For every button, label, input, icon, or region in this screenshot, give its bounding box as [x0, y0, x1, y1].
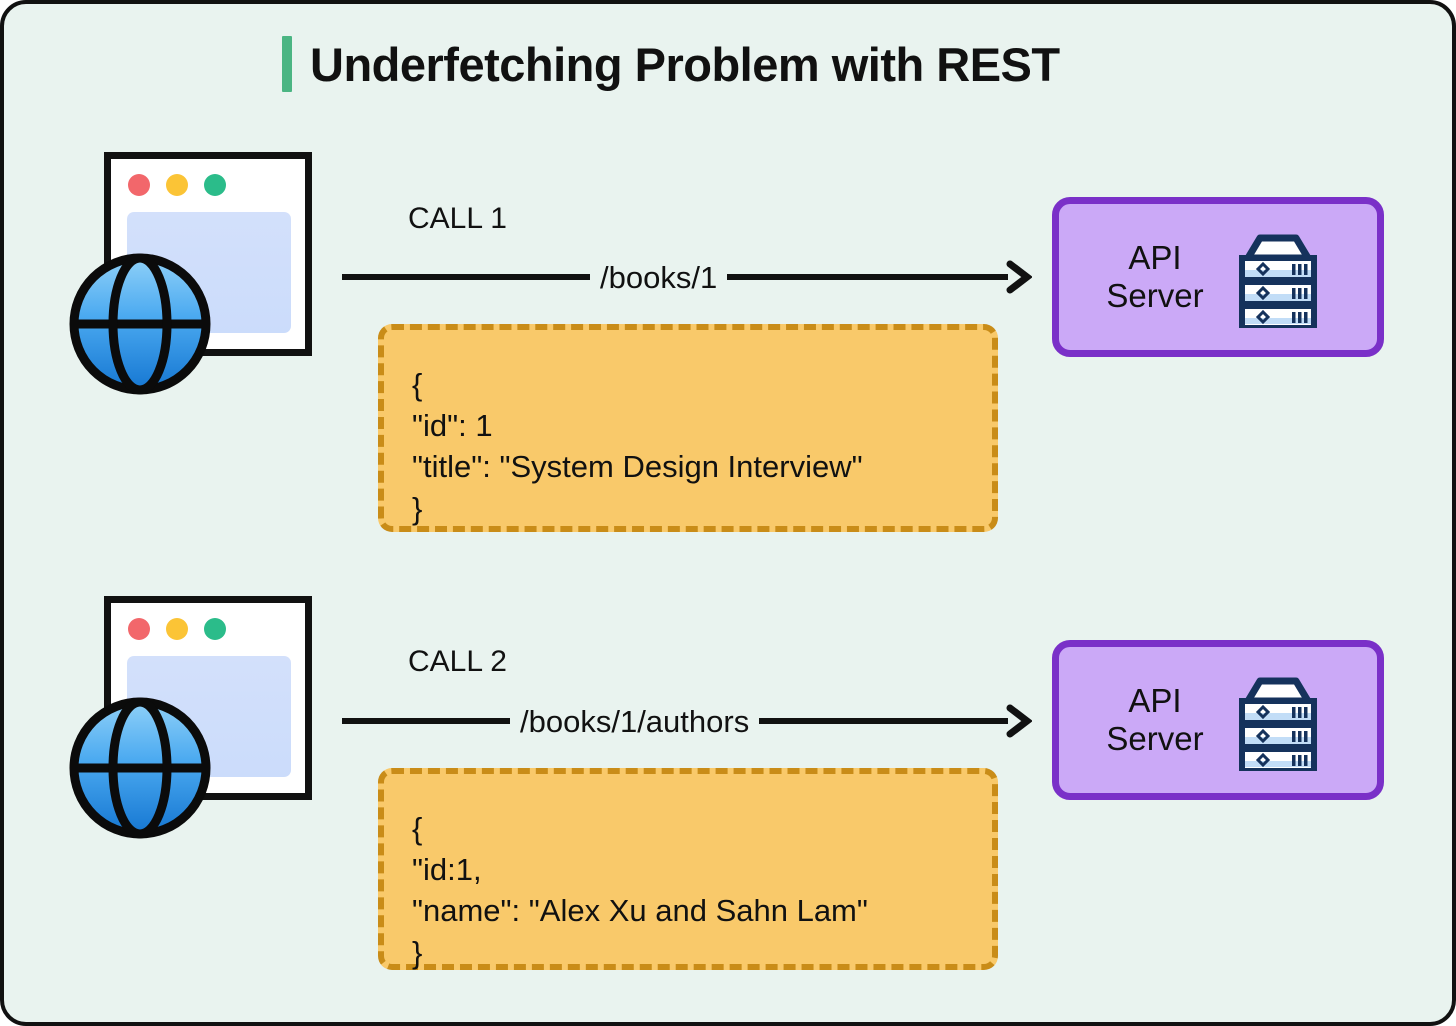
arrow-line-left-1 — [342, 274, 590, 280]
client-browser-icon-2 — [66, 596, 312, 839]
api-server-label-1: API Server — [1106, 239, 1204, 314]
api-server-box-1: API Server — [1052, 197, 1384, 357]
title-text: Underfetching Problem with REST — [310, 37, 1060, 91]
arrow-head-icon-1 — [1006, 260, 1032, 294]
json-line: "title": "System Design Interview" — [412, 449, 863, 485]
dot-red-icon — [128, 174, 150, 196]
arrow-line-right-1 — [727, 274, 1008, 280]
json-line: { — [412, 811, 423, 846]
server-rack-icon-1 — [1226, 226, 1330, 328]
traffic-light-dots-1 — [128, 174, 226, 196]
dot-red-icon — [128, 618, 150, 640]
globe-icon-1 — [66, 250, 214, 398]
traffic-light-dots-2 — [128, 618, 226, 640]
json-response-box-2: { "id:1, "name": "Alex Xu and Sahn Lam" … — [378, 768, 998, 970]
json-line: } — [412, 934, 423, 970]
json-line: "id:1, — [412, 852, 482, 888]
json-line: { — [412, 367, 423, 402]
request-path-label-2: /books/1/authors — [520, 703, 750, 739]
call-label-1: CALL 1 — [408, 202, 507, 235]
arrow-line-left-2 — [342, 718, 510, 724]
server-rack-icon-2 — [1226, 669, 1330, 771]
dot-green-icon — [204, 618, 226, 640]
json-response-box-1: { "id": 1 "title": "System Design Interv… — [378, 324, 998, 532]
json-line: "name": "Alex Xu and Sahn Lam" — [412, 893, 868, 929]
page-title: Underfetching Problem with REST — [282, 36, 1060, 92]
request-arrow-2: /books/1/authors — [342, 691, 1032, 751]
arrow-line-right-2 — [759, 718, 1008, 724]
api-server-box-2: API Server — [1052, 640, 1384, 800]
dot-green-icon — [204, 174, 226, 196]
dot-yellow-icon — [166, 174, 188, 196]
dot-yellow-icon — [166, 618, 188, 640]
title-accent-bar — [282, 36, 292, 92]
globe-icon-2 — [66, 694, 214, 842]
api-server-label-2: API Server — [1106, 682, 1204, 757]
request-path-label-1: /books/1 — [600, 259, 718, 295]
json-line: } — [412, 490, 423, 526]
client-browser-icon-1 — [66, 152, 312, 395]
request-arrow-1: /books/1 — [342, 247, 1032, 307]
call-label-2: CALL 2 — [408, 645, 507, 678]
json-line: "id": 1 — [412, 408, 493, 444]
arrow-head-icon-2 — [1006, 704, 1032, 738]
